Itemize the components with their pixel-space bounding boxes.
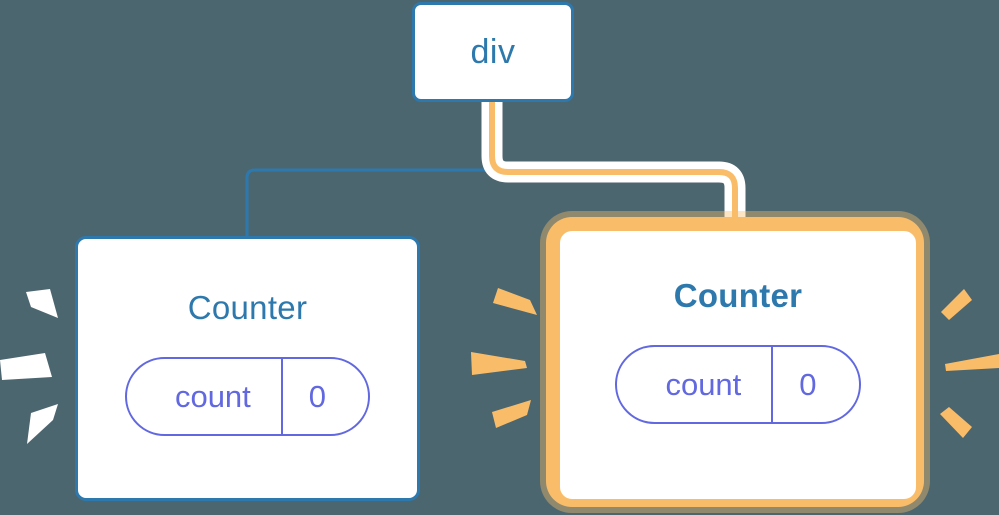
state-value-right: 0 [771, 347, 858, 422]
state-pill-left: count 0 [124, 357, 371, 436]
node-div-label: div [470, 33, 516, 71]
state-value-left: 0 [280, 359, 368, 434]
node-counter-right[interactable]: Counter count 0 [557, 228, 919, 502]
spark-rays-middle-orange [471, 288, 537, 428]
state-key-right: count [665, 367, 742, 402]
spark-rays-right-orange [940, 289, 999, 438]
node-counter-right-title: Counter [673, 277, 803, 314]
edge-div-to-right-counter [489, 102, 738, 245]
node-div[interactable]: div [412, 2, 574, 102]
node-counter-left[interactable]: Counter count 0 [75, 236, 420, 501]
node-counter-left-title: Counter [187, 289, 308, 326]
state-key-left: count [174, 379, 251, 414]
highlight-ring-right: Counter count 0 [546, 217, 924, 507]
spark-rays-left-white [0, 289, 58, 444]
state-pill-right: count 0 [615, 345, 861, 424]
